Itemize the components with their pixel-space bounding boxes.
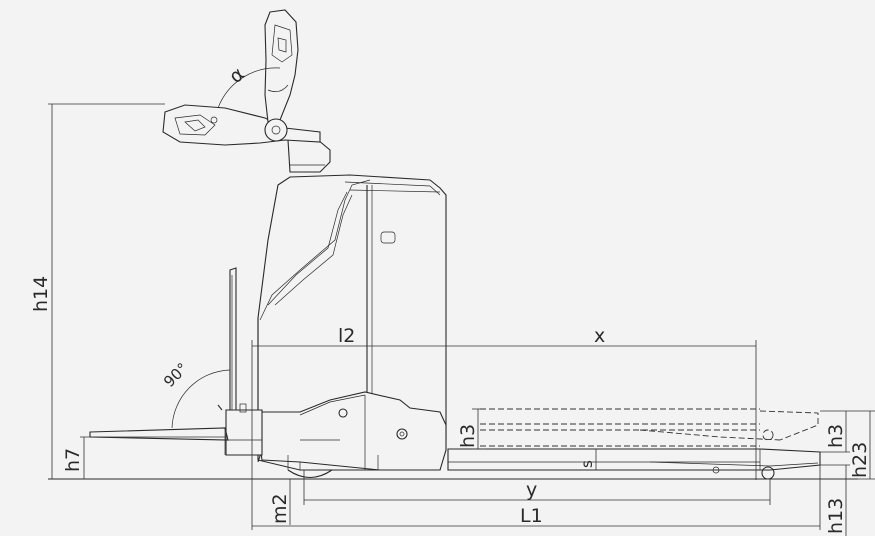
label-h7: h7 — [62, 448, 84, 472]
forks — [447, 408, 821, 480]
drive-wheel — [287, 469, 333, 479]
label-x: x — [594, 325, 605, 347]
dimension-right-heights — [820, 410, 875, 536]
tiller-horizontal — [162, 104, 321, 146]
panel-marker — [380, 231, 396, 244]
label-y: y — [526, 479, 537, 501]
label-h14: h14 — [30, 276, 52, 312]
dimension-l2-x — [251, 340, 757, 530]
raised-fork-outline — [480, 408, 819, 447]
label-90-degrees: 90° — [160, 359, 192, 391]
label-alpha: α — [225, 63, 249, 88]
dimension-h14 — [48, 103, 165, 479]
label-h3-left: h3 — [457, 424, 479, 448]
label-h13: h13 — [825, 498, 847, 534]
label-h3-right: h3 — [825, 424, 847, 448]
label-m2: m2 — [269, 493, 291, 524]
steering-tiller — [162, 9, 331, 173]
dimension-h7 — [80, 436, 225, 479]
tiller-vertical — [264, 9, 299, 123]
label-l2: l2 — [338, 325, 355, 347]
dimension-L1 — [252, 465, 821, 530]
folding-platform — [89, 267, 263, 456]
truck-body — [254, 174, 447, 479]
label-h23: h23 — [849, 442, 871, 478]
dimension-y — [303, 470, 771, 505]
label-L1: L1 — [520, 505, 543, 527]
platform-angle-arc — [171, 369, 231, 429]
tiller-pivot — [264, 118, 288, 142]
tiller-angle-arc — [217, 67, 281, 109]
label-s: s — [578, 460, 596, 468]
dimension-h3-left — [472, 408, 486, 450]
platform-plate — [89, 427, 229, 441]
